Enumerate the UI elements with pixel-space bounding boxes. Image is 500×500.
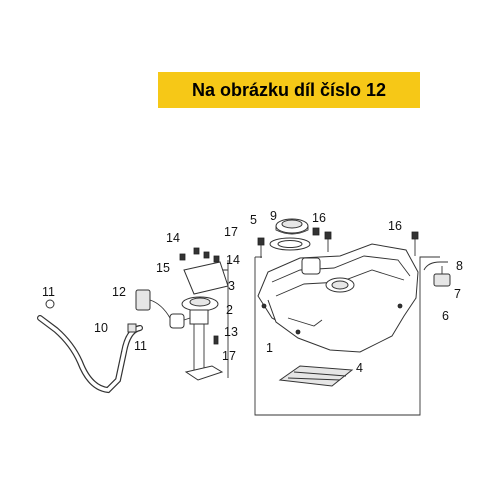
callout-labels: 1 2 3 4 5 6 7 8 9 10 11 11 12 13 14 14 1… (42, 209, 463, 375)
callout-12: 12 (112, 285, 126, 299)
callout-16b: 16 (388, 219, 402, 233)
pump-bracket (179, 247, 229, 295)
pump-connector (135, 289, 171, 319)
fuel-hose (37, 299, 143, 394)
bolts (257, 227, 419, 258)
callout-17b: 17 (222, 349, 236, 363)
vent-valve (423, 261, 451, 287)
callout-6: 6 (442, 309, 449, 323)
part-number-banner: Na obrázku díl číslo 12 (158, 72, 420, 108)
clip-13 (213, 335, 219, 345)
fuel-tank (257, 243, 419, 353)
callout-15: 15 (156, 261, 170, 275)
callout-2: 2 (226, 303, 233, 317)
callout-11a: 11 (42, 285, 55, 299)
callout-4: 4 (356, 361, 363, 375)
callout-14b: 14 (226, 253, 240, 267)
callout-1: 1 (266, 341, 273, 355)
callout-3: 3 (228, 279, 235, 293)
callout-11b: 11 (134, 339, 147, 353)
callout-9: 9 (270, 209, 277, 223)
fuel-pump (169, 296, 224, 381)
callout-13: 13 (224, 325, 238, 339)
cap-gasket (269, 237, 311, 251)
callout-10: 10 (94, 321, 108, 335)
callout-14a: 14 (166, 231, 180, 245)
tank-pad (278, 365, 354, 387)
callout-5: 5 (250, 213, 257, 227)
callout-8: 8 (456, 259, 463, 273)
callout-7: 7 (454, 287, 461, 301)
callout-17a: 17 (224, 225, 238, 239)
callout-16a: 16 (312, 211, 326, 225)
fuel-cap (275, 218, 309, 235)
